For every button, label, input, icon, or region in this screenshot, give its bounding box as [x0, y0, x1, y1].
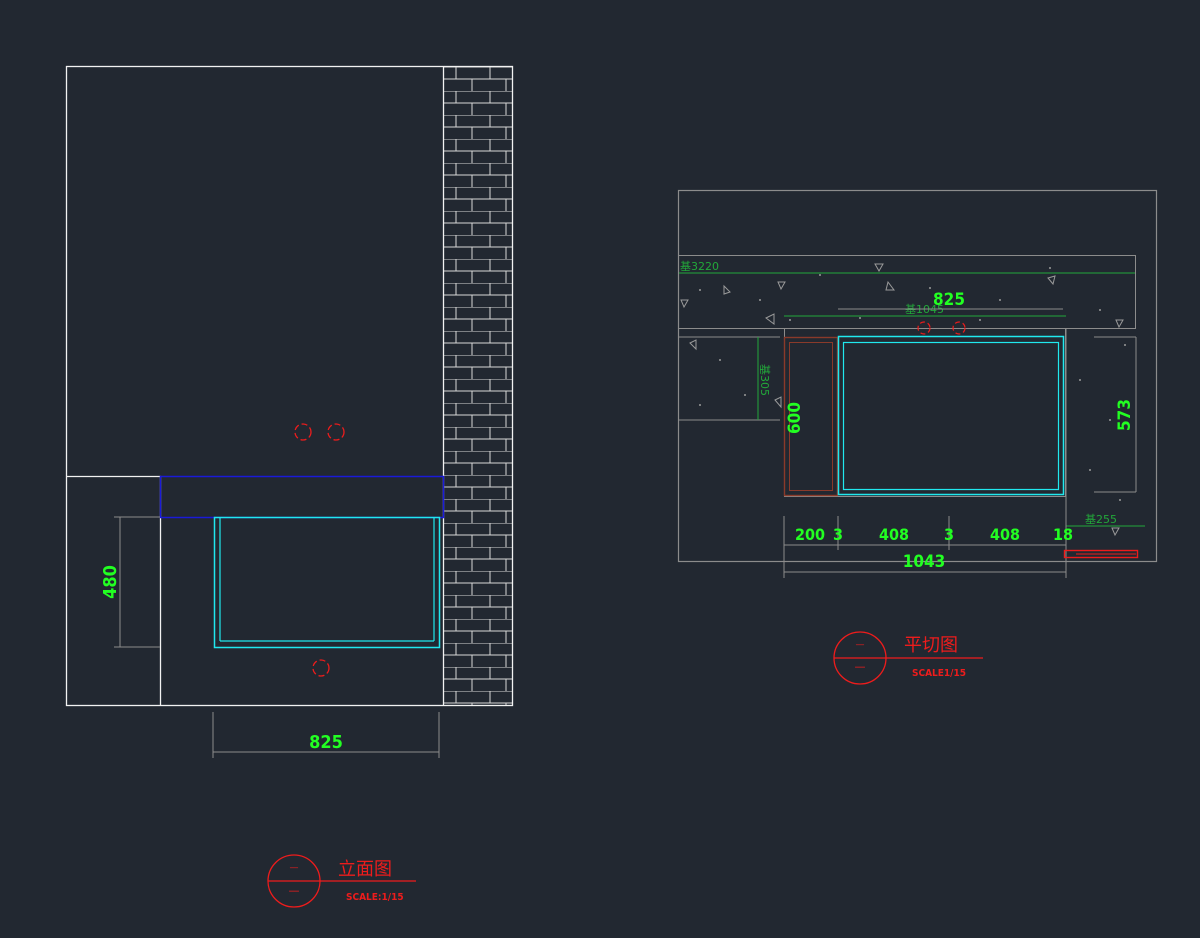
dimension-width [212, 712, 440, 758]
title-marker-bottom: — [289, 884, 300, 897]
drain-strip [1063, 549, 1139, 559]
side-cabinet-inner [789, 342, 833, 491]
faucet-hot-marker [294, 423, 312, 441]
title-marker-top: — [290, 863, 299, 873]
plan-dimension-top-label: 825 [933, 290, 965, 310]
plan-dimension-depth-label: 600 [785, 402, 805, 434]
plan-dimension-right-label: 573 [1115, 399, 1135, 431]
plan-basin-outer [837, 335, 1065, 496]
plan-title: 平切图 [904, 635, 958, 656]
plan-countertop-outline [784, 328, 1066, 497]
concrete-triangles [680, 263, 1124, 537]
faucet-cold-marker [327, 423, 345, 441]
plan-scale: SCALE1/15 [912, 668, 966, 679]
plan-outer-frame [677, 189, 1158, 563]
drain-marker [312, 659, 330, 677]
concrete-wall-band [678, 255, 1136, 329]
brick-wall-hatch [444, 67, 512, 705]
plan-faucet-cold-marker [952, 321, 966, 335]
plan-basin-inner [842, 341, 1060, 491]
plan-dimension-total-label: 1043 [903, 552, 946, 572]
side-cabinet-outer [783, 336, 839, 497]
plan-segment-6: 18 [1053, 525, 1073, 544]
dimension-height-label: 480 [100, 565, 121, 599]
elevation-outer-frame [65, 65, 514, 707]
plan-faucet-hot-marker [917, 321, 931, 335]
note-305: 基305 [758, 364, 771, 396]
plan-dimension-chain [783, 516, 1067, 578]
dimension-height [114, 516, 160, 648]
plan-title-marker-top: — [856, 640, 865, 650]
note-255: 基255 [1085, 513, 1117, 526]
concrete-hatch [699, 267, 1126, 501]
plan-segment-2: 3 [833, 525, 843, 544]
dimension-width-label: 825 [309, 732, 343, 753]
plan-view: 基3220 基1045 基305 基255 825 600 573 [677, 189, 1158, 685]
plan-segment-1: 200 [795, 525, 825, 544]
plan-segment-4: 3 [944, 525, 954, 544]
elevation-scale: SCALE:1/15 [346, 892, 404, 903]
elevation-title: 立面图 [338, 859, 392, 880]
plan-title-marker-bottom: — [855, 660, 866, 673]
countertop-outline [159, 475, 445, 519]
plan-segment-3: 408 [879, 525, 909, 544]
plan-segment-5: 408 [990, 525, 1020, 544]
note-3220: 基3220 [680, 260, 719, 273]
basin-outer [213, 516, 441, 649]
plan-title-block: — — 平切图 SCALE1/15 [833, 631, 983, 685]
elevation-title-block: — — 立面图 SCALE:1/15 [267, 854, 416, 908]
elevation-view: 480 825 — — 立面图 SCALE:1/15 [65, 65, 514, 908]
